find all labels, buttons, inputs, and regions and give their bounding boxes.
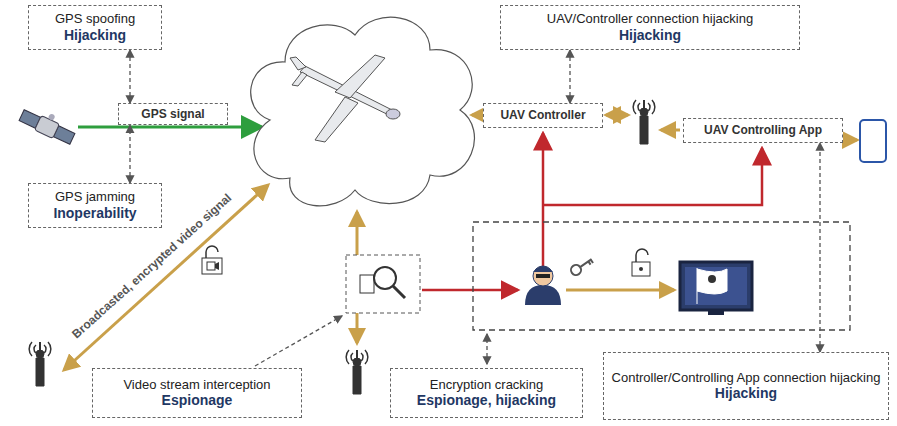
leader-arrow [486, 334, 487, 364]
attacker-group [473, 222, 850, 330]
open-lock [632, 249, 650, 276]
box-text: GPS jamming [55, 189, 135, 205]
box-text: UAV Controller [500, 108, 585, 122]
box-text: Controller/Controlling App connection hi… [612, 370, 881, 386]
threat-box: UAV Controlling App [683, 118, 843, 143]
box-text: Hijacking [619, 27, 681, 44]
tablet [860, 120, 886, 162]
threat-box: UAV/Controller connection hijackingHijac… [500, 5, 800, 50]
threat-box: UAV Controller [483, 103, 603, 128]
data-links [64, 115, 857, 370]
drone [290, 55, 400, 142]
dashed-connector [569, 50, 570, 103]
hacker [525, 266, 561, 305]
threat-box: GPS spoofingHijacking [28, 5, 162, 50]
box-text: Hijacking [64, 27, 126, 44]
video-lock-icon [202, 246, 222, 274]
cloud [251, 17, 475, 206]
box-text: GPS spoofing [55, 11, 135, 27]
threat-box: Video stream interceptionEspionage [92, 368, 302, 418]
threat-box: Encryption crackingEspionage, hijacking [390, 368, 583, 418]
box-text: UAV/Controller connection hijacking [547, 11, 753, 27]
threat-box: GPS signal [118, 103, 228, 125]
interception-box [346, 255, 420, 313]
gps-arrow [78, 126, 262, 129]
box-text: GPS signal [141, 107, 204, 121]
pirate-monitor [680, 262, 752, 315]
leader-arrow [255, 316, 342, 366]
dashed-connector [129, 50, 130, 103]
dashed-connector [819, 143, 820, 352]
dashed-connector [129, 125, 130, 183]
box-text: Inoperability [53, 205, 136, 222]
threat-box: GPS jammingInoperability [28, 183, 162, 228]
box-text: Espionage, hijacking [417, 392, 556, 409]
threat-box: Controller/Controlling App connection hi… [603, 352, 890, 420]
box-text: Hijacking [715, 385, 777, 402]
box-text: UAV Controlling App [704, 123, 822, 137]
box-text: Encryption cracking [430, 377, 543, 393]
soldier-antenna [29, 100, 655, 394]
box-text: Video stream interception [123, 377, 270, 393]
satellite [18, 102, 78, 146]
key [569, 255, 594, 277]
box-text: Espionage [162, 392, 233, 409]
